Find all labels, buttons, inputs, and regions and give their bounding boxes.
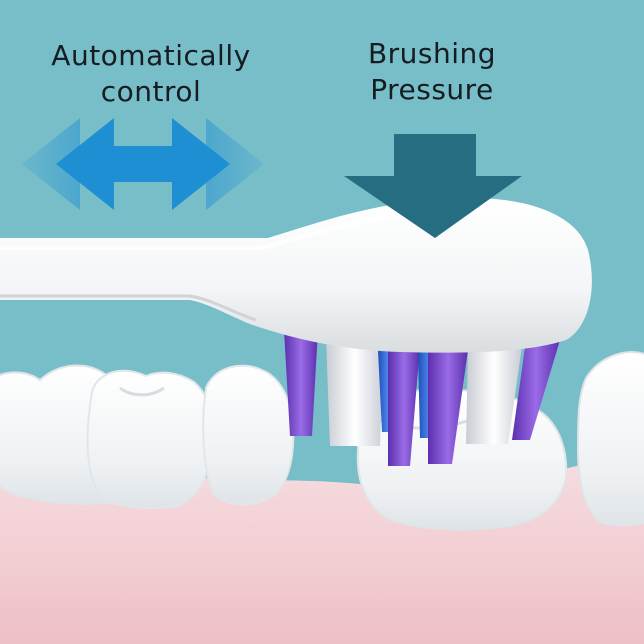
automatic-control-label: Automatically control (40, 38, 262, 110)
premolar (202, 364, 295, 506)
brushing-pressure-line1: Brushing (367, 37, 497, 70)
molar-center-left (86, 369, 215, 509)
molar-right (576, 351, 644, 527)
down-arrow-icon (344, 134, 522, 238)
bristles (284, 330, 560, 466)
bristle-tuft-white (466, 346, 522, 444)
bristle-tuft-purple (284, 330, 318, 436)
double-arrow-icon (22, 118, 264, 210)
bristle-tuft-white (326, 338, 384, 446)
automatic-control-line1: Automatically (51, 39, 251, 72)
brushing-pressure-label: Brushing Pressure (332, 36, 532, 108)
toothbrush-head (0, 197, 592, 353)
automatic-control-line2: control (100, 75, 202, 108)
bristle-tuft-purple (428, 350, 468, 464)
brushing-pressure-line2: Pressure (370, 73, 494, 106)
bristle-tuft-purple (388, 346, 420, 466)
bristle-tuft-purple (512, 340, 560, 440)
